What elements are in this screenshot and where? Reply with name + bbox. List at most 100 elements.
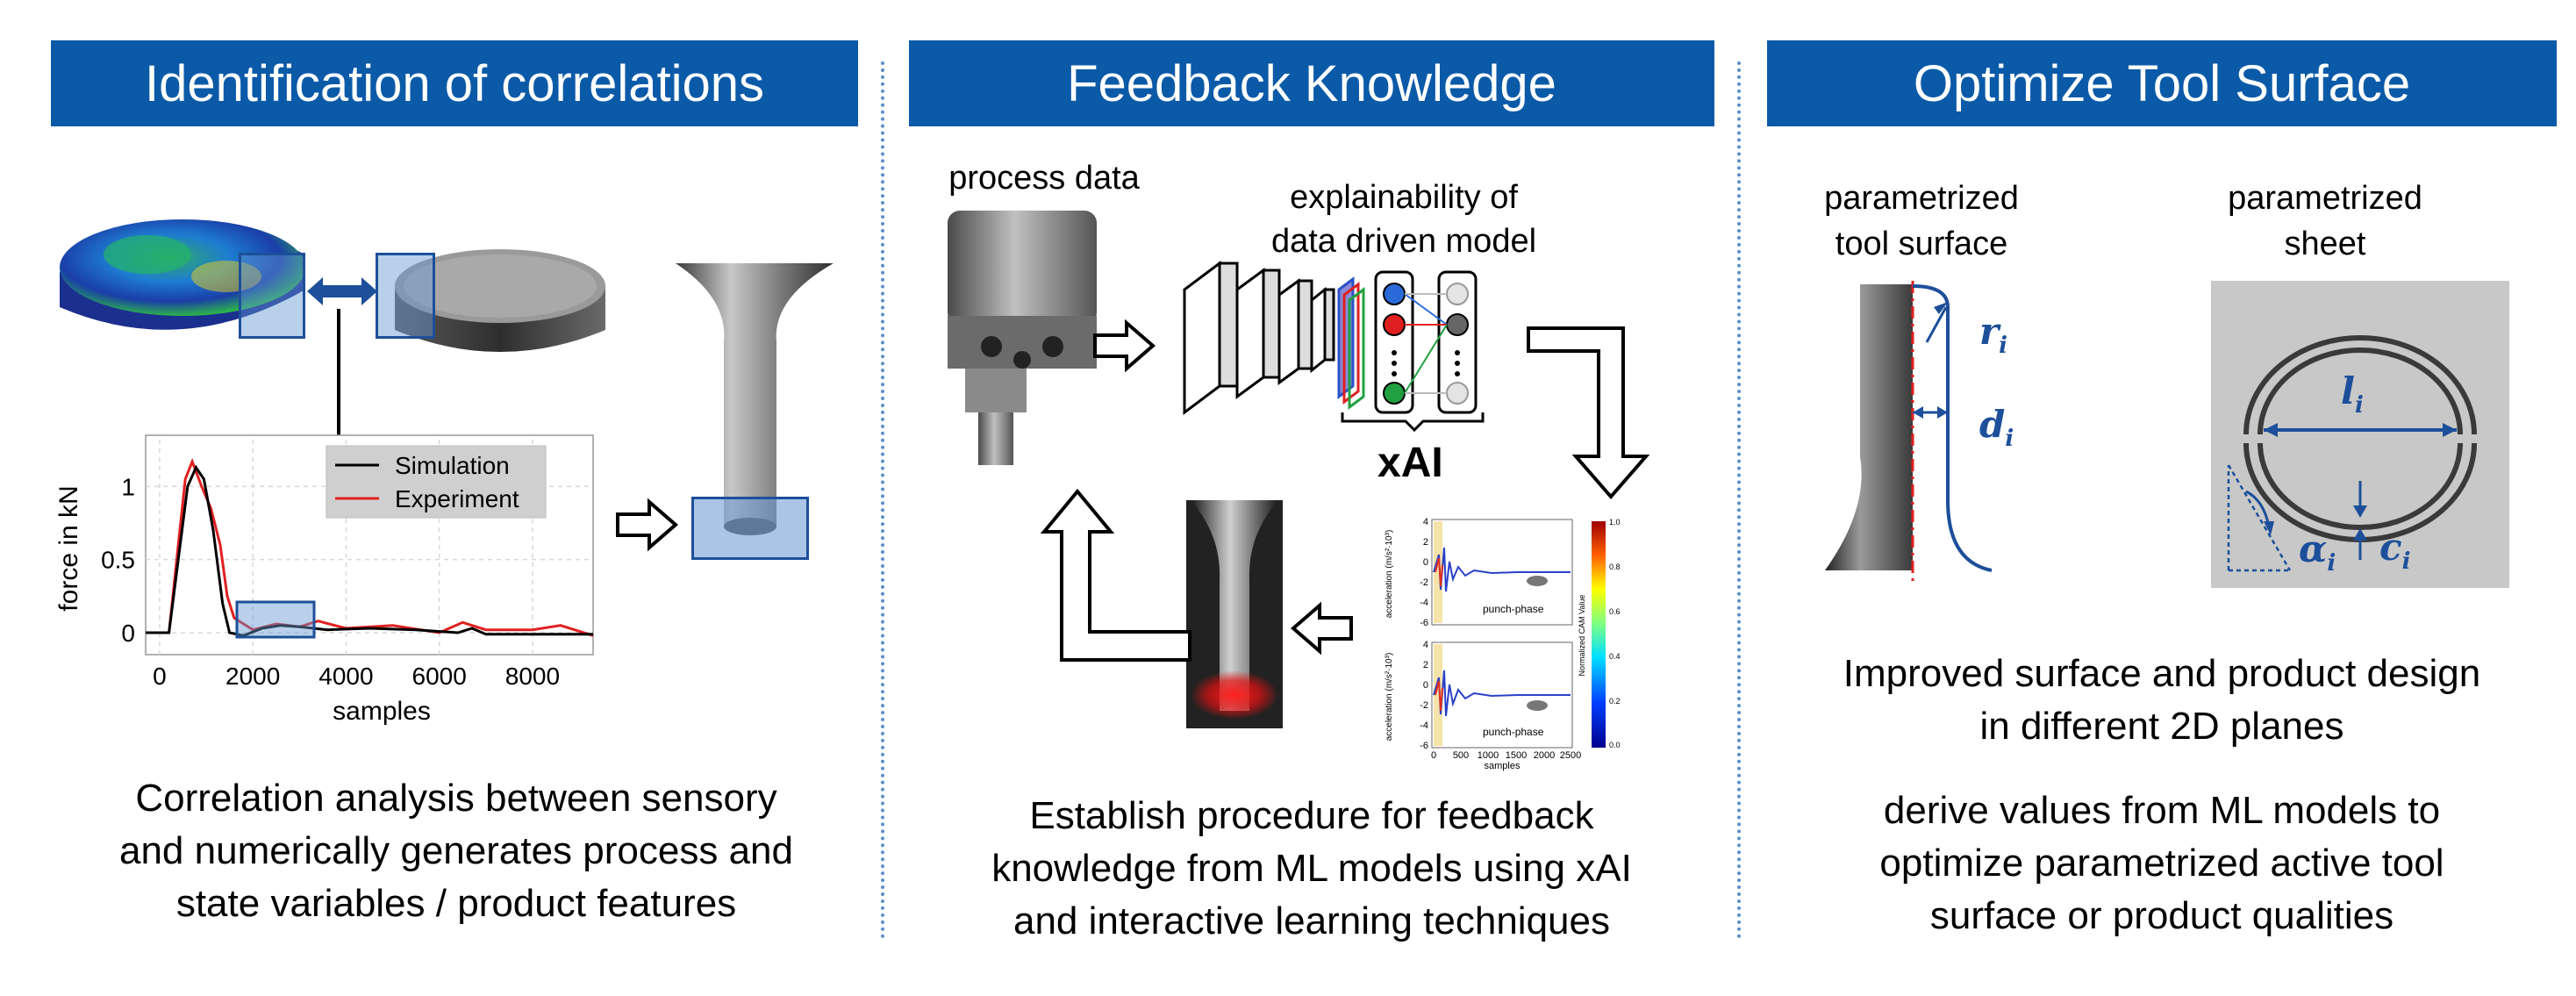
var-c-sub: i	[2402, 548, 2411, 575]
cam-xtick: 2000	[1534, 750, 1555, 761]
panel3-caption: derive values from ML models to optimize…	[1767, 785, 2557, 942]
cam-colorbar-tick: 0.6	[1609, 607, 1621, 616]
y-tick-label: 1	[121, 473, 135, 500]
legend-simulation-label: Simulation	[395, 452, 510, 479]
svg-text:di: di	[1979, 403, 2014, 452]
fem-highlight-box	[239, 253, 305, 339]
legend-box	[326, 445, 547, 519]
cam-ytick: 2	[1423, 660, 1428, 670]
tool-surface-label-line: parametrized	[1824, 180, 2019, 217]
cam-bottom-subplot: punch-phase 4 2 0 -2 -4 -6 acceleration …	[1385, 640, 1581, 771]
xai-model-label-line: explainability of	[1290, 179, 1518, 216]
cam-ylabel-bottom: acceleration (m/s²·10³)	[1385, 653, 1394, 742]
process-sensor-image	[948, 211, 1097, 465]
outline-arrow-right-2	[1093, 319, 1156, 373]
y-axis-label: force in kN	[54, 485, 83, 611]
tool-surface-diagram: ri di	[1825, 281, 2014, 584]
cam-ytick: -4	[1420, 598, 1428, 608]
divider-left	[881, 61, 884, 939]
panel1-caption-line: and numerically generates process and	[118, 829, 793, 872]
svg-text:li: li	[2341, 369, 2364, 419]
cam-colorbar-ticks: 1.0 0.8 0.6 0.4 0.2 0.0	[1609, 518, 1621, 749]
cam-colorbar-tick: 0.0	[1609, 741, 1621, 749]
panel1-caption-line: state variables / product features	[175, 882, 737, 925]
var-alpha: α	[2299, 527, 2327, 570]
divider-right	[1737, 61, 1741, 939]
cam-colorbar	[1592, 521, 1606, 748]
cam-ytick: -6	[1420, 741, 1428, 751]
svg-text:αi: αi	[2299, 527, 2336, 577]
cam-ytick: 2	[1423, 537, 1428, 548]
var-r: r	[1979, 310, 2001, 353]
cam-colorbar-label: Normalized CAM Value	[1578, 595, 1586, 677]
outline-arrow-right-1	[616, 498, 679, 552]
sheet-label: parametrized sheet	[2193, 176, 2457, 267]
cam-top-subplot: punch-phase 4 2 0 -2 -4 -6 acceleration …	[1385, 517, 1573, 628]
panel2-caption-line: Establish procedure for feedback	[1029, 794, 1594, 837]
cam-colorbar-tick: 0.4	[1609, 652, 1621, 661]
tool-surface-label-line: tool surface	[1835, 226, 2008, 262]
cam-ylabel-top: acceleration (m/s²·10³)	[1385, 530, 1394, 619]
panel-title-correlations: Identification of correlations	[51, 40, 858, 126]
xai-model-label: explainability of data driven model	[1237, 176, 1571, 263]
panel-title-feedback: Feedback Knowledge	[909, 40, 1714, 126]
x-tick-label: 6000	[412, 663, 467, 690]
x-tick-label: 8000	[505, 663, 560, 690]
result-caption: Improved surface and product design in d…	[1767, 648, 2557, 753]
result-caption-line: Improved surface and product design	[1843, 652, 2481, 695]
sheet-label-line: sheet	[2284, 226, 2366, 262]
process-data-label: process data	[948, 160, 1140, 197]
legend-experiment-label: Experiment	[395, 485, 519, 512]
panel2-caption-line: and interactive learning techniques	[1013, 899, 1610, 942]
cam-yticks-top: 4 2 0 -2 -4 -6	[1420, 517, 1428, 628]
x-axis-label: samples	[333, 697, 431, 726]
outline-arrow-left	[1290, 601, 1353, 656]
svg-text:ri: ri	[1979, 310, 2007, 359]
xai-label: xAI	[1377, 440, 1443, 486]
cam-ytick: -2	[1420, 577, 1428, 588]
cam-yticks-bottom: 4 2 0 -2 -4 -6	[1420, 640, 1428, 751]
cam-colorbar-tick: 0.2	[1609, 697, 1621, 706]
cam-xtick: 2500	[1560, 750, 1581, 761]
cam-ytick: -2	[1420, 700, 1428, 711]
var-c: c	[2379, 526, 2402, 569]
var-d: d	[1979, 403, 2005, 446]
cam-ytick: -6	[1420, 618, 1428, 628]
cam-xtick: 500	[1453, 750, 1469, 761]
outline-arrow-down	[1527, 326, 1650, 500]
cam-ytick: -4	[1420, 720, 1428, 731]
cam-ytick: 0	[1423, 557, 1428, 568]
panel1-caption: Correlation analysis between sensory and…	[53, 772, 860, 930]
var-l-sub: i	[2355, 392, 2364, 419]
cam-xtick: 0	[1431, 750, 1436, 761]
cam-phase-label-top: punch-phase	[1483, 603, 1544, 615]
cam-ytick: 4	[1423, 517, 1428, 527]
svg-text:ci: ci	[2379, 526, 2410, 575]
cam-xticks: 0 500 1000 1500 2000 2500	[1431, 750, 1581, 761]
cam-xlabel: samples	[1485, 761, 1521, 771]
cam-colorbar-tick: 1.0	[1609, 518, 1621, 527]
var-alpha-sub: i	[2327, 550, 2336, 577]
panel3-caption-line: surface or product qualities	[1929, 894, 2394, 937]
result-caption-line: in different 2D planes	[1979, 705, 2344, 748]
panel3-caption-line: optimize parametrized active tool	[1879, 842, 2444, 885]
panel2-caption-line: knowledge from ML models using xAI	[991, 847, 1632, 890]
panel-title-optimize: Optimize Tool Surface	[1767, 40, 2557, 126]
y-tick-label: 0.5	[101, 547, 135, 574]
tool-surface-label: parametrized tool surface	[1790, 176, 2053, 267]
cam-ytick: 4	[1423, 640, 1428, 650]
double-arrow	[307, 277, 377, 305]
x-tick-label: 0	[153, 663, 167, 690]
var-d-sub: i	[2005, 426, 2014, 452]
cam-phase-label-bottom: punch-phase	[1483, 726, 1544, 738]
cam-colorbar-tick: 0.8	[1609, 562, 1621, 571]
real-disc-image	[395, 249, 605, 352]
var-l: l	[2341, 369, 2355, 412]
xai-model-label-line: data driven model	[1270, 223, 1537, 260]
panel2-caption: Establish procedure for feedback knowled…	[909, 790, 1714, 948]
cam-xtick: 1500	[1506, 750, 1527, 761]
cnn-diagram	[1183, 261, 1485, 433]
var-r-sub: i	[1999, 333, 2007, 359]
outline-arrow-up-elbow	[1040, 488, 1191, 662]
